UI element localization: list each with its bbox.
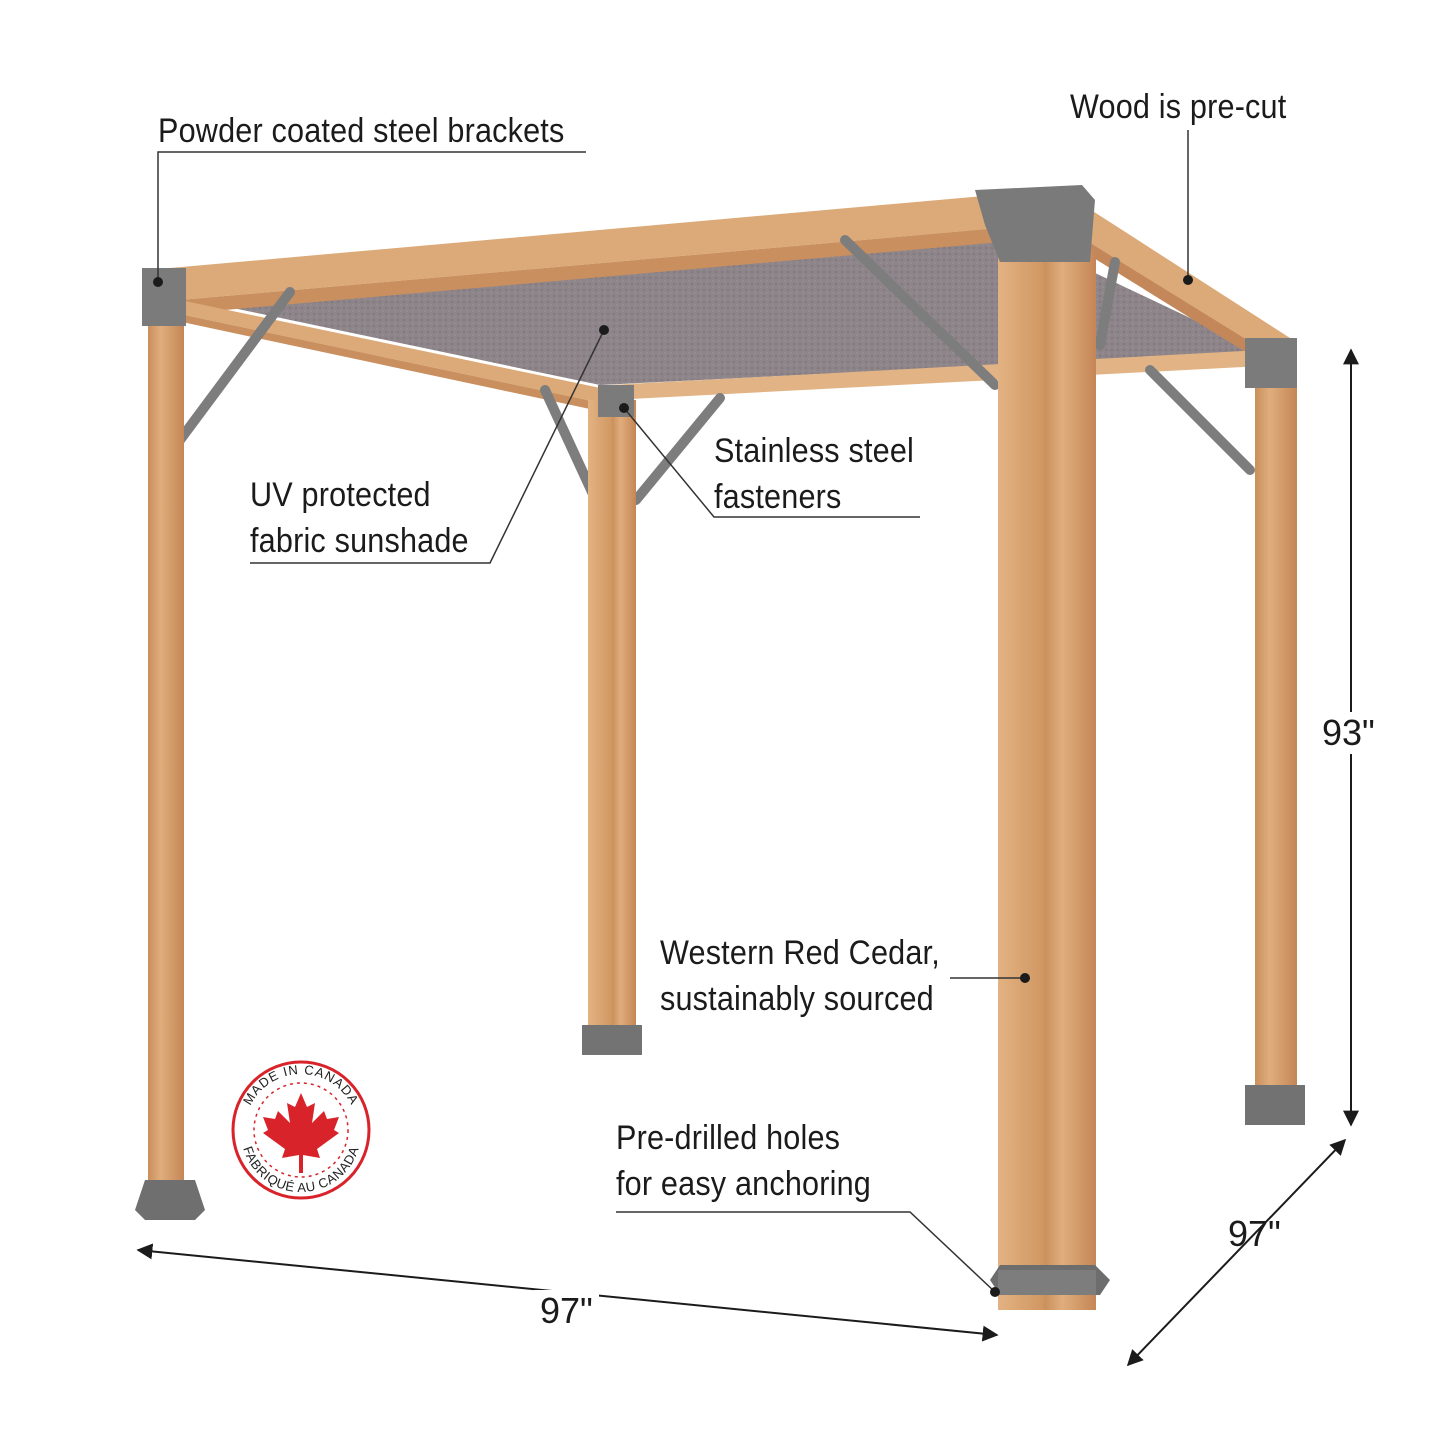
- label-cedar-1: Western Red Cedar,: [660, 934, 940, 972]
- badge-bottom-text: FABRIQUÉ AU CANADA: [240, 1144, 362, 1195]
- left-beam: [180, 300, 610, 404]
- maple-leaf-icon: [263, 1093, 339, 1173]
- fabric-sunshade: [195, 228, 1262, 385]
- label-sunshade-2: fabric sunshade: [250, 522, 469, 560]
- label-fasteners-1: Stainless steel: [714, 432, 915, 470]
- post-back-left: [148, 285, 184, 1190]
- label-cedar-2: sustainably sourced: [660, 980, 934, 1018]
- leader-sunshade: [250, 329, 605, 564]
- post-back-right: [1255, 355, 1297, 1115]
- label-brackets: Powder coated steel brackets: [158, 112, 565, 150]
- badge-top-text: MADE IN CANADA: [240, 1062, 362, 1108]
- post-front-right-b: [1044, 250, 1096, 1310]
- post-front-left-a: [588, 400, 614, 1040]
- bracket-top-left: [142, 268, 186, 326]
- label-holes-2: for easy anchoring: [616, 1165, 871, 1203]
- depth-arrow: [1126, 1138, 1347, 1367]
- base-plate-right: [1245, 1085, 1305, 1125]
- front-beam: [610, 350, 1262, 400]
- leader-brackets: [157, 151, 586, 282]
- leader-fasteners: [623, 407, 920, 518]
- height-dimension: 93": [1316, 712, 1381, 754]
- made-in-canada-badge: [231, 1060, 371, 1200]
- bracket-front-right: [975, 185, 1095, 262]
- label-fasteners-2: fasteners: [714, 478, 842, 516]
- post-front-left-b: [612, 400, 636, 1040]
- label-holes-1: Pre-drilled holes: [616, 1119, 841, 1157]
- width-dimension: 97": [534, 1290, 599, 1332]
- label-sunshade-1: UV protected: [250, 476, 431, 514]
- right-beam: [1050, 190, 1290, 360]
- label-wood: Wood is pre-cut: [1070, 88, 1287, 126]
- bracket-back-right: [1245, 338, 1297, 388]
- post-front-right-a: [998, 250, 1046, 1310]
- back-beam: [170, 195, 1000, 300]
- depth-dimension: 97": [1228, 1213, 1281, 1254]
- base-plate-middle: [582, 1025, 642, 1055]
- base-plate-left: [135, 1180, 205, 1220]
